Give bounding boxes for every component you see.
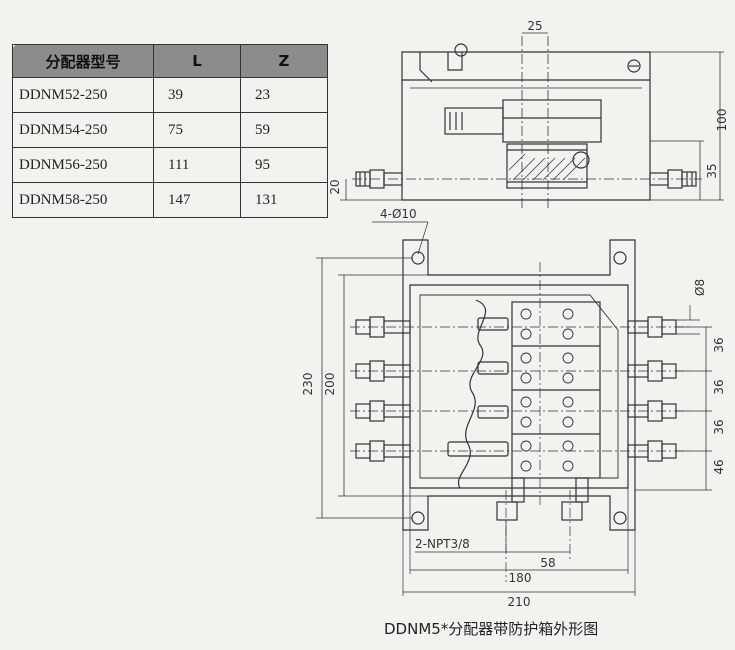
header-z: Z: [240, 44, 328, 78]
dim-dia-8: Ø8: [693, 279, 707, 296]
table-row: DDNM54-250 75 59: [12, 112, 328, 148]
table-row: DDNM52-250 39 23: [12, 77, 328, 113]
dim-100: 100: [715, 109, 729, 132]
cell-l: 111: [153, 147, 241, 183]
dim-25: 25: [527, 19, 542, 33]
cell-model: DDNM52-250: [12, 77, 154, 113]
dim-pitch-36a: 36: [712, 337, 726, 352]
table-row: DDNM58-250 147 131: [12, 182, 328, 218]
dim-thread-spec: 2-NPT3/8: [415, 537, 470, 551]
dim-pitch-46: 46: [712, 459, 726, 474]
cell-model: DDNM58-250: [12, 182, 154, 218]
dimension-labels: 25 100 35 20 4-Ø10 Ø8 36 36 36 46 230 20…: [301, 19, 729, 609]
dim-200: 200: [323, 373, 337, 396]
dim-20: 20: [328, 179, 342, 194]
cell-model: DDNM54-250: [12, 112, 154, 148]
dim-180: 180: [509, 571, 532, 585]
header-model: 分配器型号: [12, 44, 154, 78]
dim-58: 58: [540, 556, 555, 570]
dim-230: 230: [301, 373, 315, 396]
cell-z: 95: [240, 147, 328, 183]
dim-35: 35: [705, 163, 719, 178]
table-header-row: 分配器型号 L Z: [12, 44, 328, 78]
spec-table: 分配器型号 L Z DDNM52-250 39 23 DDNM54-250 75…: [12, 44, 328, 218]
plan-view: [316, 221, 712, 596]
dim-pitch-36b: 36: [712, 379, 726, 394]
drawing-caption: DDNM5*分配器带防护箱外形图: [384, 620, 599, 638]
cell-z: 23: [240, 77, 328, 113]
dim-210: 210: [508, 595, 531, 609]
cell-l: 39: [153, 77, 241, 113]
cell-z: 131: [240, 182, 328, 218]
side-view: [340, 32, 724, 210]
dim-hole-spec: 4-Ø10: [380, 207, 417, 221]
cell-z: 59: [240, 112, 328, 148]
dim-pitch-36c: 36: [712, 419, 726, 434]
cell-l: 147: [153, 182, 241, 218]
